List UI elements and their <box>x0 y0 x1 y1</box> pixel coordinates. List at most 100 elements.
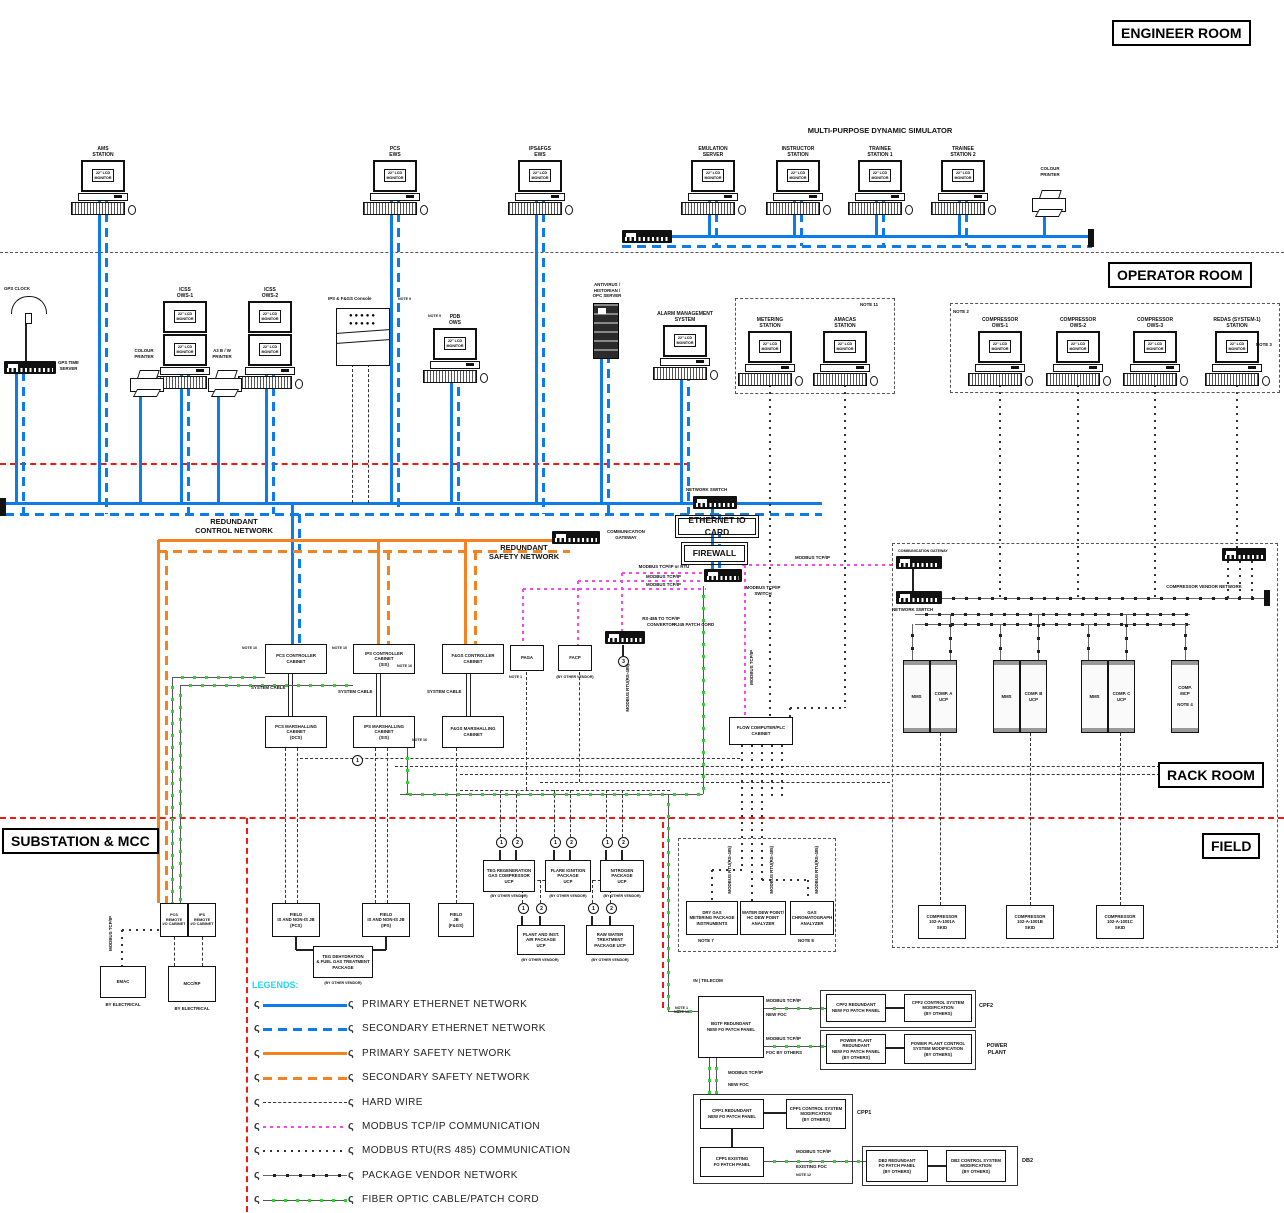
line-se <box>271 372 275 514</box>
line-pv <box>948 614 952 660</box>
line-pe <box>710 509 714 572</box>
text-label: NOTE 2 <box>953 309 969 314</box>
line-mt <box>578 580 706 582</box>
legend-break: ς <box>348 1168 354 1181</box>
line-ps <box>463 540 467 646</box>
engineer-room-label: ENGINEER ROOM <box>1112 20 1251 46</box>
legend-sample-mt <box>263 1126 347 1128</box>
line-ps <box>158 538 570 542</box>
field-label: FIELD <box>1202 833 1261 859</box>
cpf2-redundant-fo-patch-panel: CPF2 REDUNDANT NEW FO PATCH PANEL <box>826 994 886 1022</box>
text-label: MODBUS TCP/IP <box>796 1149 831 1154</box>
line-red <box>0 817 1284 819</box>
line-pe <box>792 198 796 236</box>
lcd-monitor: 22" LCD MONITOR <box>163 333 207 366</box>
text-label: FOC BY OTHERS <box>766 1050 803 1055</box>
legend-break: ς <box>254 998 260 1010</box>
paga: PAGA <box>510 645 544 671</box>
line-hw <box>300 757 740 759</box>
legend-break: ς <box>254 1046 260 1059</box>
line-hw <box>525 672 527 790</box>
line-ps <box>156 540 160 903</box>
line-mr <box>711 870 713 901</box>
legend-sample-ss <box>263 1076 347 1080</box>
line-se <box>104 198 108 514</box>
teg-regen-compressor-ucp: TEG REGENERATION GAS COMPRESSOR UCP <box>483 860 535 892</box>
monitor-label: 22" LCD MONITOR <box>673 334 697 347</box>
legend-break: ς <box>348 1120 354 1132</box>
text-label: NEW FOC <box>766 1012 787 1017</box>
text-label: IN | TELECOM <box>693 978 723 983</box>
station-label: ICSS OWS-2 <box>261 287 279 299</box>
text-label: NETWORK SWITCH <box>686 487 728 492</box>
line-ss <box>386 551 390 646</box>
keyboard-row <box>507 201 573 215</box>
line-se <box>606 354 610 514</box>
circled-number: 1 <box>518 903 529 914</box>
text-label: MODBUS TCP/IP <box>108 916 113 951</box>
line-fo <box>668 1009 698 1013</box>
text-label: COMPRESSOR VENDOR NETWORK <box>1166 584 1242 589</box>
field-jb-fgs: FIELD JB (F&GS) <box>438 903 474 937</box>
text-label: NETWORK SWITCH <box>892 607 934 612</box>
lcd-monitor: 22" LCD MONITOR <box>433 327 477 360</box>
system-unit <box>1053 363 1103 372</box>
mouse <box>294 378 303 389</box>
line-pe <box>874 198 878 236</box>
line-blk <box>539 916 541 925</box>
legend-break: ς <box>254 1168 260 1181</box>
nitrogen-package-ucp: NITROGEN PACKAGE UCP <box>600 860 644 892</box>
circled-number: 2 <box>606 903 617 914</box>
lcd-monitor: 22" LCD MONITOR <box>1056 330 1100 363</box>
system-unit <box>660 357 710 366</box>
text-label: NOTE 10 <box>332 646 347 650</box>
line-pe <box>599 354 603 503</box>
line-pe <box>449 372 453 503</box>
line-mr <box>1154 378 1156 598</box>
line-blk <box>609 916 611 925</box>
line-blk <box>499 850 501 860</box>
keyboard-row <box>1045 372 1111 386</box>
lcd-monitor: 22" LCD MONITOR <box>941 159 985 192</box>
line-mr <box>1077 378 1079 598</box>
lcd-monitor: 22" LCD MONITOR <box>691 159 735 192</box>
line-pe <box>97 198 101 503</box>
keyboard <box>507 201 562 215</box>
mouse <box>1024 375 1033 386</box>
line-hw <box>1119 733 1121 905</box>
keyboard <box>847 201 902 215</box>
gps-time-server <box>4 361 56 374</box>
monitor-label: 22" LCD MONITOR <box>701 169 725 182</box>
ips-fgs-console: ●●●●● ●●●●● <box>336 308 390 366</box>
keyboard-row <box>70 201 136 215</box>
text-label: (BY OTHER VENDOR) <box>556 675 594 679</box>
monitor-label: 22" LCD MONITOR <box>173 310 197 323</box>
line-mr <box>1227 561 1229 598</box>
text-label: CPF2 <box>979 1003 994 1009</box>
line-hw <box>1029 733 1031 905</box>
keyboard-row <box>680 201 746 215</box>
text-label: NOTE 16 <box>397 664 412 668</box>
line-mt <box>621 573 623 631</box>
system-unit <box>1130 363 1180 372</box>
keyboard <box>1045 372 1100 386</box>
switch-ports <box>696 503 734 507</box>
switch-display <box>1226 550 1236 555</box>
line-mr <box>761 745 763 880</box>
text-label: SYSTEM CABLE <box>427 689 462 694</box>
redundant-control-network-label: REDUNDANT CONTROL NETWORK <box>195 517 273 536</box>
network-switch <box>693 496 737 509</box>
keyboard-row <box>812 372 878 386</box>
substation-mcc-label: SUBSTATION & MCC <box>2 828 159 854</box>
db2-redundant-fo-patch-panel: DB2 REDUNDANT FO PATCH PANEL (BY OTHERS) <box>866 1150 928 1182</box>
text-label: NOTE 3 <box>1256 342 1272 347</box>
switch-display <box>900 593 910 598</box>
text-label: MODBUS RTU(RS-485) <box>814 846 819 894</box>
text-label: NOTE 12 <box>796 1173 811 1177</box>
text-label: NOTE 1 <box>509 675 522 679</box>
station-label: EMULATION SERVER <box>698 146 728 158</box>
line-se <box>717 514 721 572</box>
text-label: MODBUS TCP/IP <box>766 1036 801 1041</box>
lcd-monitor: 22" LCD MONITOR <box>248 333 292 366</box>
keyboard <box>930 201 985 215</box>
